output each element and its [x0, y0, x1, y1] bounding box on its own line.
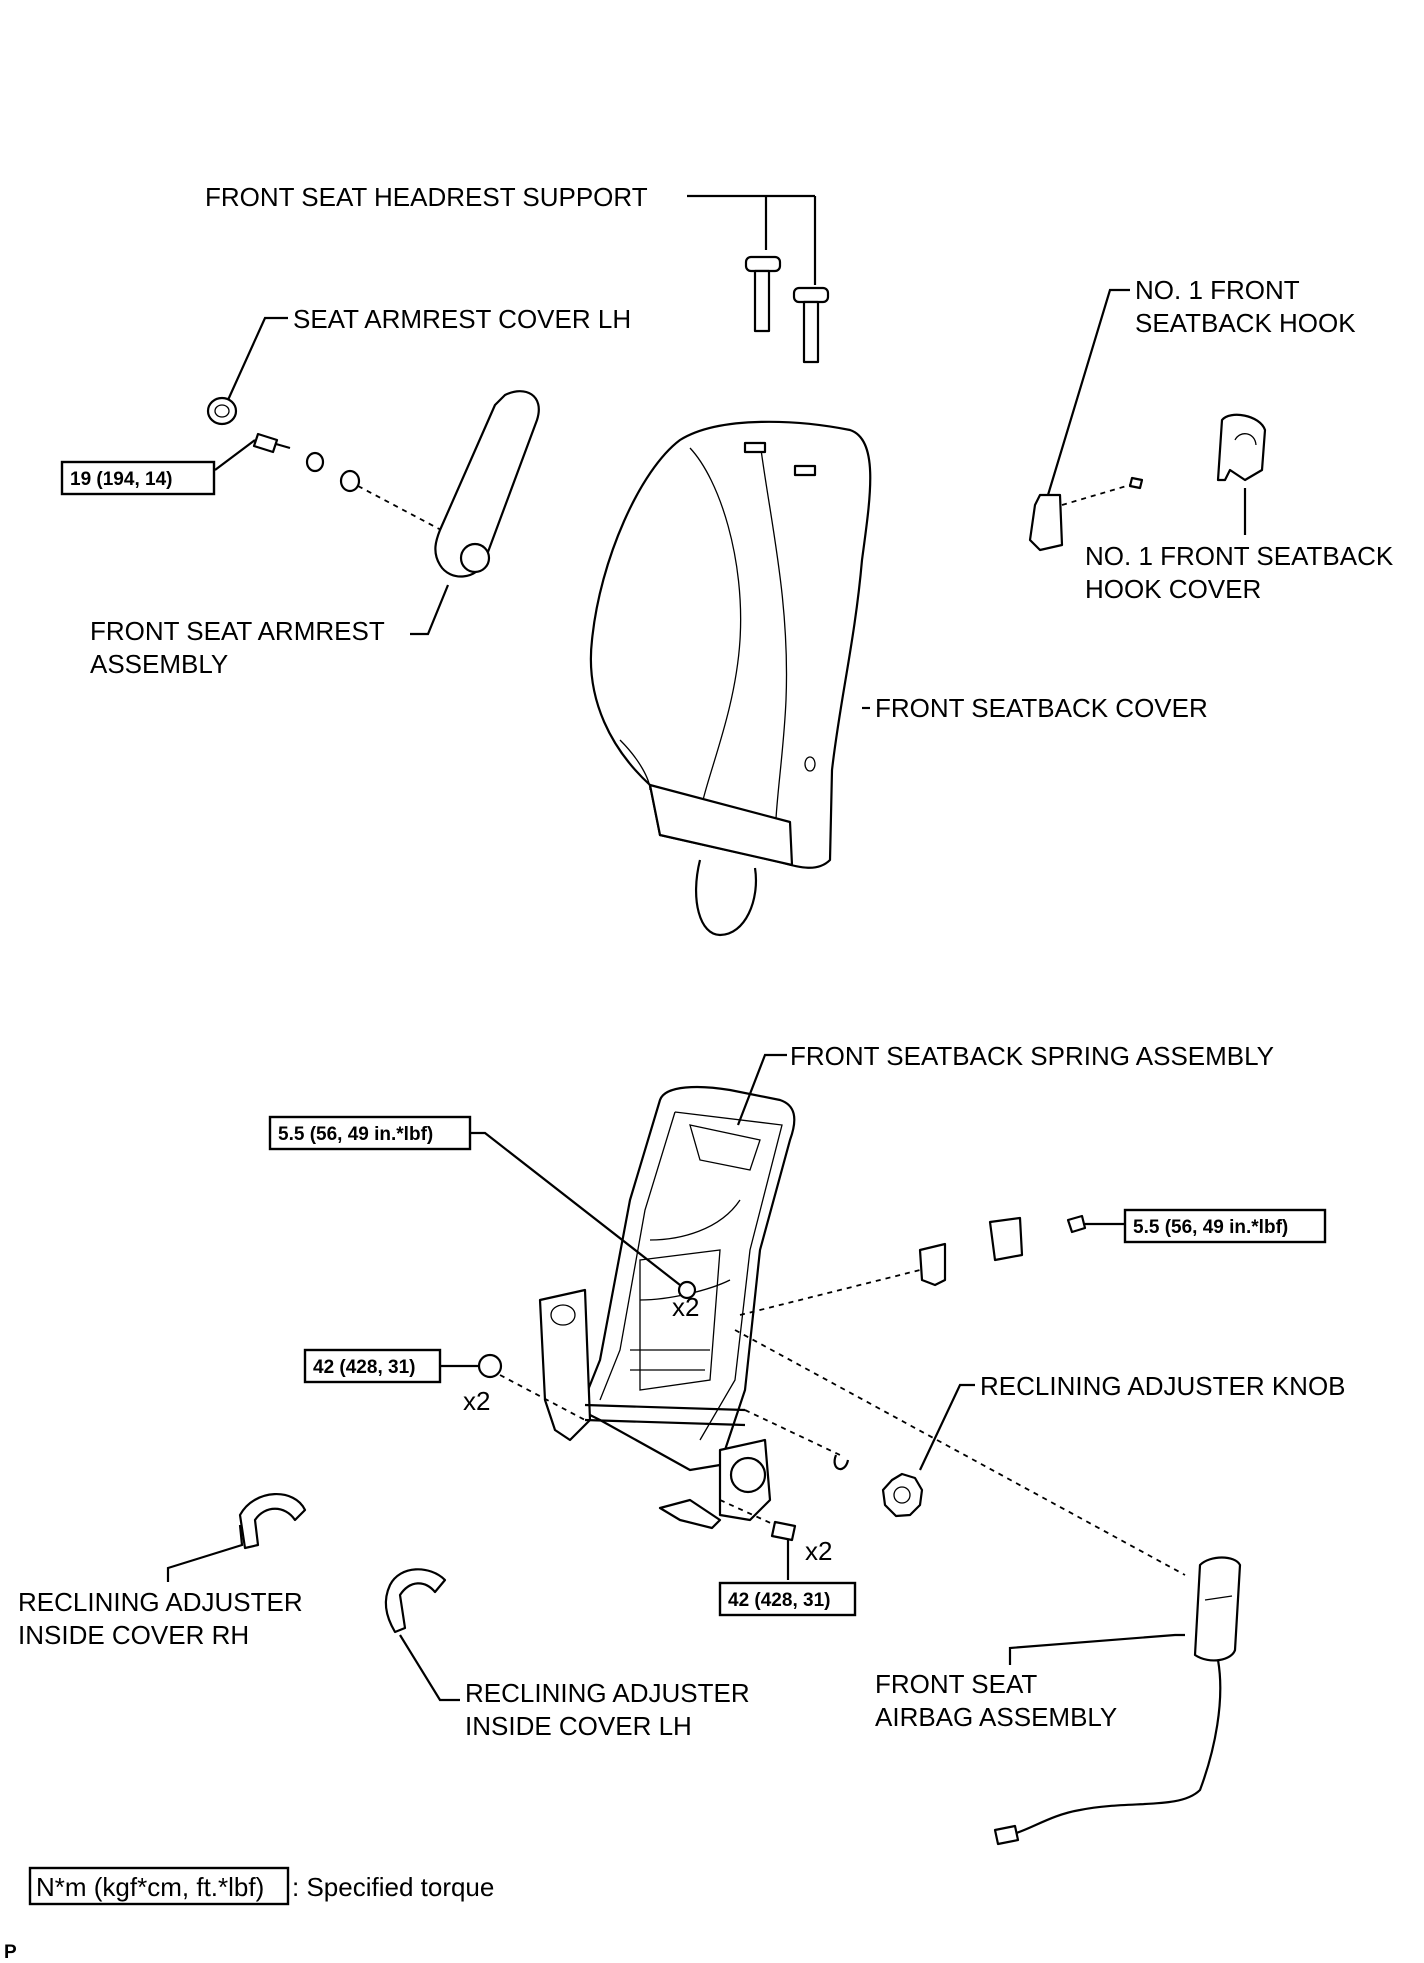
airbag-nut-torque-box	[1123, 1208, 1327, 1244]
seatback-hook-drawing	[1028, 288, 1144, 552]
frame-bolt-lh-torque: 42 (428, 31)	[313, 1357, 415, 1378]
corner-mark: P	[4, 1942, 17, 1963]
frame-bolt-rh-torque-box	[718, 1581, 857, 1617]
seatback-cover-drawing	[589, 420, 872, 937]
armrest-assembly-label-1: FRONT SEAT ARMREST	[90, 616, 385, 646]
spring-nut-torque-box	[268, 1115, 472, 1151]
hook-cover-label-1: NO. 1 FRONT SEATBACK	[1085, 541, 1394, 571]
frame-bolt-rh-torque: 42 (428, 31)	[728, 1590, 830, 1611]
armrest-bolt-drawing	[214, 432, 461, 541]
inside-cover-rh-drawing	[166, 1493, 307, 1582]
seatback-hook-cover-drawing	[1216, 413, 1267, 535]
frame-bolt-rh-drawing	[719, 1409, 850, 1580]
airbag-mounting-drawing	[734, 1214, 1186, 1576]
inside-cover-lh-drawing	[384, 1568, 460, 1702]
seatback-hook-label-2: SEATBACK HOOK	[1135, 308, 1356, 338]
spring-nut-leader	[470, 1131, 681, 1286]
headrest-support-drawing	[687, 194, 830, 364]
inside-cover-rh-label-1: RECLINING ADJUSTER	[18, 1587, 303, 1617]
armrest-bolt-torque-box	[60, 460, 216, 496]
torque-legend-box	[28, 1866, 290, 1906]
reclining-knob-drawing	[881, 1383, 975, 1518]
armrest-bolt-torque: 19 (194, 14)	[70, 469, 172, 490]
spring-nut-torque: 5.5 (56, 49 in.*lbf)	[278, 1124, 433, 1145]
torque-legend-unit: N*m (kgf*cm, ft.*lbf)	[36, 1872, 264, 1902]
reclining-knob-label: RECLINING ADJUSTER KNOB	[980, 1371, 1346, 1401]
armrest-assembly-label-2: ASSEMBLY	[90, 649, 228, 679]
headrest-support-label: FRONT SEAT HEADREST SUPPORT	[205, 182, 648, 212]
airbag-nut-torque: 5.5 (56, 49 in.*lbf)	[1133, 1217, 1288, 1238]
frame-bolt-lh-drawing	[440, 1353, 586, 1421]
torque-legend-text: : Specified torque	[292, 1872, 494, 1902]
inside-cover-lh-label-2: INSIDE COVER LH	[465, 1711, 692, 1741]
spring-assembly-label: FRONT SEATBACK SPRING ASSEMBLY	[790, 1041, 1274, 1071]
spring-assembly-leader	[736, 1053, 787, 1126]
seatback-hook-label-1: NO. 1 FRONT	[1135, 275, 1300, 305]
seatback-spring-frame-drawing	[538, 1085, 796, 1530]
airbag-label-1: FRONT SEAT	[875, 1669, 1037, 1699]
inside-cover-rh-label-2: INSIDE COVER RH	[18, 1620, 249, 1650]
airbag-label-2: AIRBAG ASSEMBLY	[875, 1702, 1117, 1732]
inside-cover-lh-label-1: RECLINING ADJUSTER	[465, 1678, 750, 1708]
frame-bolt-lh-qty: x2	[463, 1386, 490, 1416]
seatback-cover-label: FRONT SEATBACK COVER	[875, 693, 1208, 723]
armrest-cover-drawing	[206, 316, 288, 426]
airbag-assembly-drawing	[993, 1556, 1242, 1846]
spring-nut-qty: x2	[672, 1292, 699, 1322]
armrest-cover-lh-label: SEAT ARMREST COVER LH	[293, 304, 631, 334]
frame-bolt-rh-qty: x2	[805, 1536, 832, 1566]
hook-cover-label-2: HOOK COVER	[1085, 574, 1261, 604]
armrest-assembly-drawing	[410, 390, 540, 636]
